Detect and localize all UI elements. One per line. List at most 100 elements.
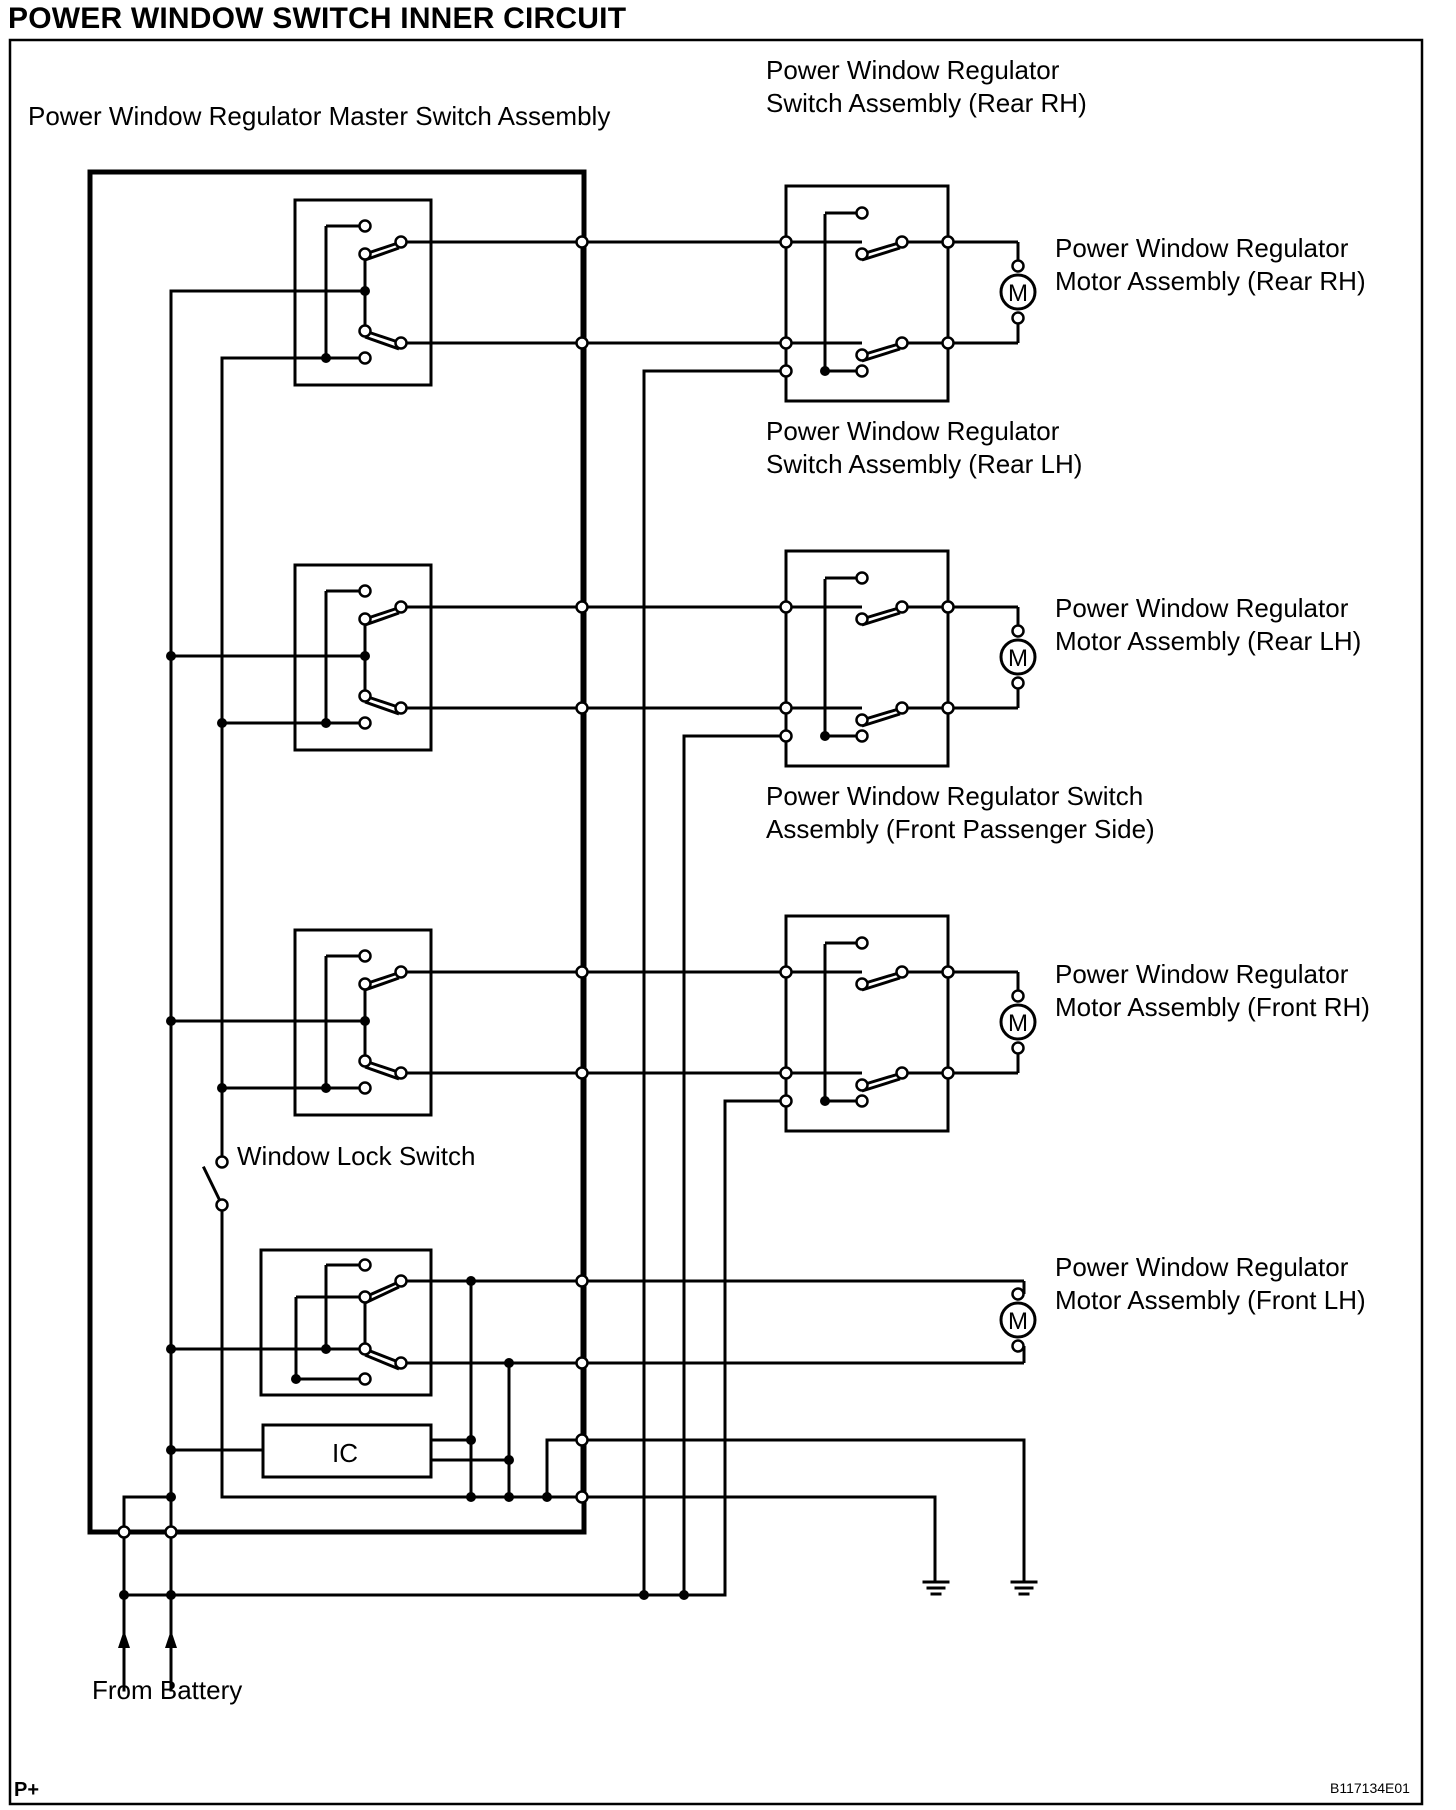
junction-dot — [820, 1096, 830, 1106]
switch-box-rear-lh — [784, 549, 950, 768]
terminal-ring — [394, 701, 408, 715]
motor-front-rh-label-2: Motor Assembly (Front RH) — [1055, 992, 1370, 1022]
motor-front-rh-label-1: Power Window Regulator — [1055, 959, 1349, 989]
terminal-ring — [358, 1258, 372, 1272]
terminal-ring — [394, 1356, 408, 1370]
terminal-ring — [779, 235, 793, 249]
master-subswitch-front-lh — [259, 1248, 433, 1397]
junction-dot — [360, 651, 370, 661]
junction-dot — [504, 1492, 514, 1502]
terminal-ring — [895, 235, 909, 249]
switch-blade — [861, 706, 903, 722]
terminal-ring — [394, 1066, 408, 1080]
terminal-ring — [394, 1274, 408, 1288]
terminal-ring — [358, 584, 372, 598]
junction-dot — [360, 1016, 370, 1026]
terminal-ring — [394, 965, 408, 979]
switch-blade — [364, 1353, 400, 1371]
master-switch-label: Power Window Regulator Master Switch Ass… — [28, 101, 610, 131]
terminal-ring — [1011, 1287, 1025, 1301]
junction-dot — [291, 1374, 301, 1384]
terminal-ring — [358, 351, 372, 365]
switch-blade — [861, 246, 901, 262]
junction-dot — [639, 1590, 649, 1600]
terminal-ring — [358, 716, 372, 730]
window-lock-switch-label: Window Lock Switch — [237, 1141, 475, 1171]
terminal-ring — [164, 1525, 178, 1539]
terminal-ring — [117, 1525, 131, 1539]
terminal-ring — [575, 965, 589, 979]
terminal-ring — [358, 1290, 372, 1304]
motor-front-lh-label-2: Motor Assembly (Front LH) — [1055, 1285, 1366, 1315]
junction-dot — [321, 718, 331, 728]
junction-dot — [166, 1590, 176, 1600]
switch-blade — [861, 976, 901, 992]
junction-dot — [504, 1358, 514, 1368]
junction-dot — [321, 353, 331, 363]
switch-blade — [861, 341, 903, 357]
terminal-ring — [358, 324, 372, 338]
terminal-ring — [779, 1094, 793, 1108]
front-pass-switch-label-2: Assembly (Front Passenger Side) — [766, 814, 1155, 844]
rear-lh-switch-label-1: Power Window Regulator — [766, 416, 1060, 446]
motor-rear-lh-label-2: Motor Assembly (Rear LH) — [1055, 626, 1361, 656]
switch-blade — [364, 246, 400, 262]
terminal-ring — [855, 247, 869, 261]
ic-label: IC — [332, 1438, 358, 1468]
motor-rear-rh-label-2: Motor Assembly (Rear RH) — [1055, 266, 1366, 296]
terminal-ring — [215, 1198, 229, 1212]
terminal-ring — [855, 729, 869, 743]
terminal-ring — [941, 336, 955, 350]
motor-letter: M — [1008, 280, 1028, 307]
switch-blade — [364, 700, 400, 716]
terminal-ring — [895, 701, 909, 715]
terminal-ring — [1011, 624, 1025, 638]
switch-blade — [861, 347, 901, 363]
junction-dot — [321, 1344, 331, 1354]
switch-box-front-pass — [784, 914, 950, 1133]
terminal-ring — [855, 936, 869, 950]
terminal-ring — [394, 235, 408, 249]
terminal-ring — [575, 336, 589, 350]
terminal-ring — [855, 364, 869, 378]
terminal-ring — [575, 1490, 589, 1504]
terminal-ring — [941, 1066, 955, 1080]
switch-blade — [861, 240, 903, 256]
rear-rh-switch-label-2: Switch Assembly (Rear RH) — [766, 88, 1087, 118]
terminal-ring — [1011, 989, 1025, 1003]
motor-symbol — [999, 1003, 1037, 1041]
terminal-ring — [941, 600, 955, 614]
master-switch-box — [87, 169, 587, 1535]
terminal-ring — [1011, 676, 1025, 690]
diagram-title: POWER WINDOW SWITCH INNER CIRCUIT — [8, 2, 627, 35]
switch-blade — [861, 611, 901, 627]
junction-dot — [679, 1590, 689, 1600]
switch-blade — [861, 1071, 903, 1087]
junction-dot — [820, 731, 830, 741]
junction-dot — [504, 1455, 514, 1465]
terminal-ring — [358, 1054, 372, 1068]
terminal-ring — [855, 571, 869, 585]
motor-rear-lh-label-1: Power Window Regulator — [1055, 593, 1349, 623]
junction-dot — [217, 1083, 227, 1093]
terminal-ring — [1011, 259, 1025, 273]
terminal-ring — [575, 1066, 589, 1080]
terminal-ring — [358, 247, 372, 261]
front-pass-switch-label-1: Power Window Regulator Switch — [766, 781, 1143, 811]
rear-lh-switch-label-2: Switch Assembly (Rear LH) — [766, 449, 1082, 479]
motor-rear-rh-label-1: Power Window Regulator — [1055, 233, 1349, 263]
switch-blade — [861, 712, 901, 728]
switch-blade — [364, 611, 400, 627]
junction-dot — [820, 366, 830, 376]
terminal-ring — [895, 965, 909, 979]
motor-symbol — [999, 1301, 1037, 1339]
terminal-ring — [779, 336, 793, 350]
junction-dot — [466, 1435, 476, 1445]
terminal-ring — [941, 965, 955, 979]
terminal-ring — [941, 701, 955, 715]
terminal-ring — [779, 701, 793, 715]
outer-frame — [8, 38, 1424, 1806]
terminal-ring — [358, 1081, 372, 1095]
switch-blade — [861, 1077, 901, 1093]
